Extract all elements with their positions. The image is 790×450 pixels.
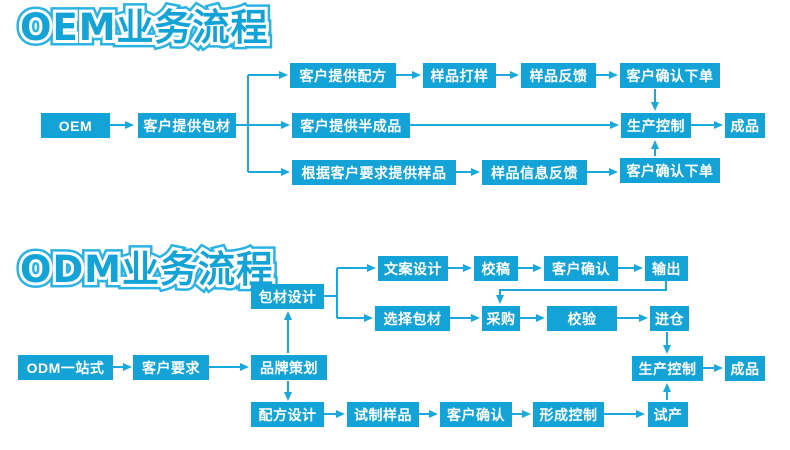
node-oem: OEM	[41, 113, 110, 138]
node-xuanze-baocai: 选择包材	[375, 306, 450, 331]
node-oem-shengchan-kongzhi: 生产控制	[621, 113, 691, 138]
node-kehu-tigong-baocai: 客户提供包材	[138, 113, 236, 138]
node-kehu-tigong-bancheng: 客户提供半成品	[292, 113, 410, 138]
arrow-shuchu-to-caigou	[496, 281, 667, 304]
node-jiaoyan: 校验	[547, 306, 617, 331]
node-wenan-sheji: 文案设计	[378, 256, 448, 281]
odm-section-title: ODM业务流程 ODM业务流程 ODM业务流程	[15, 244, 279, 295]
odm-title-white-band: ODM业务流程	[17, 246, 276, 292]
node-jincang: 进仓	[650, 306, 689, 331]
node-kehu-tigong-peifang: 客户提供配方	[290, 63, 396, 88]
node-pinpai-cehua: 品牌策划	[251, 355, 327, 380]
node-peifang-sheji: 配方设计	[251, 402, 324, 427]
node-yangpin-dayang: 样品打样	[423, 63, 496, 88]
node-caigou: 采购	[482, 306, 520, 331]
odm-title-text: ODM业务流程	[20, 248, 274, 291]
node-genju-kehu-yaoqiu: 根据客户要求提供样品	[292, 160, 456, 185]
node-shuchu: 输出	[645, 256, 688, 281]
node-yangpin-fankui: 样品反馈	[521, 63, 596, 88]
node-xingcheng-kongzhi: 形成控制	[533, 402, 604, 427]
node-shichan: 试产	[648, 402, 688, 427]
node-kehu-yaoqiu: 客户要求	[133, 355, 209, 380]
node-yangpin-xinxi-fankui: 样品信息反馈	[482, 160, 587, 185]
oem-title-outline: OEM业务流程	[15, 2, 274, 53]
odm-title-outline: ODM业务流程	[15, 244, 279, 295]
node-baocai-sheji: 包材设计	[251, 284, 324, 309]
node-kehu-queren-b: 客户确认	[440, 402, 512, 427]
node-odm-chengpin: 成品	[725, 356, 765, 381]
node-kehu-queren-a: 客户确认	[544, 256, 618, 281]
node-oem-chengpin: 成品	[725, 113, 765, 138]
node-kehu-queren-xiadan-top: 客户确认下单	[620, 63, 720, 88]
node-shizhi-yangpin: 试制样品	[347, 402, 419, 427]
node-odm-shengchan-kongzhi: 生产控制	[632, 356, 703, 381]
node-jiaogao: 校稿	[474, 256, 518, 281]
node-kehu-queren-xiadan-bottom: 客户确认下单	[620, 158, 720, 183]
node-odm-yizhanshi: ODM一站式	[18, 355, 113, 380]
oem-section-title: OEM业务流程 OEM业务流程 OEM业务流程	[15, 2, 274, 53]
oem-title-white-band: OEM业务流程	[17, 4, 271, 50]
oem-title-text: OEM业务流程	[20, 6, 269, 49]
